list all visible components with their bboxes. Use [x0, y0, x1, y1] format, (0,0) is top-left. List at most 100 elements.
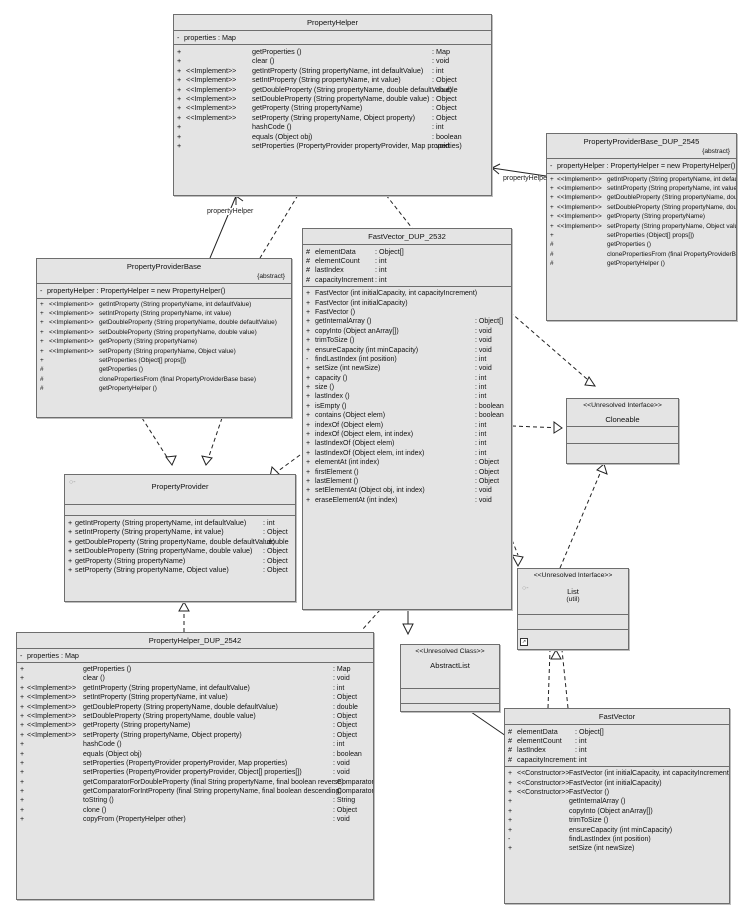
- operation-signature: indexOf (Object elem, int index): [315, 431, 414, 439]
- operation-signature: setDoubleProperty (String propertyName, …: [252, 93, 430, 103]
- return-type: : int: [475, 393, 487, 401]
- operations-compartment: + <<Constructor>>FastVector (int initialC…: [505, 767, 729, 856]
- class-name: Cloneable: [605, 414, 640, 424]
- attribute-text: properties : Map: [27, 650, 79, 660]
- return-type: : Map: [333, 665, 351, 673]
- class-header: PropertyHelper: [174, 15, 491, 31]
- operation-row: +<<Implement>>getIntProperty (String pro…: [37, 301, 291, 310]
- operation-row: +<<Implement>>setIntProperty (String pro…: [174, 75, 491, 84]
- operation-row: +<<Implement>>getProperty (String proper…: [174, 103, 491, 112]
- attribute-type: : int: [575, 735, 587, 745]
- operation-row: +setSize (int newSize): [505, 844, 729, 853]
- class-property-provider[interactable]: ○- PropertyProvider +getIntProperty (Str…: [64, 474, 296, 602]
- visibility-marker: +: [508, 779, 513, 787]
- visibility-marker: +: [177, 56, 182, 66]
- visibility-marker: #: [40, 385, 44, 393]
- operation-row: +<<Implement>>getProperty (String proper…: [37, 338, 291, 347]
- operation-signature: setProperties (Object[] props[]): [99, 356, 187, 364]
- operation-row: +<<Implement>>getIntProperty (String pro…: [174, 66, 491, 75]
- visibility-marker: +: [20, 712, 25, 720]
- operation-row: +<<Implement>>setProperty (String proper…: [17, 731, 373, 740]
- operation-row: +<<Implement>>getIntProperty (String pro…: [17, 684, 373, 693]
- operation-signature: getDoubleProperty (String propertyName, …: [99, 319, 277, 327]
- visibility-marker: +: [177, 46, 182, 56]
- operations-compartment: [401, 704, 499, 711]
- operation-row: +ensureCapacity (int minCapacity): [505, 826, 729, 835]
- visibility-marker: +: [306, 421, 311, 429]
- class-abstract-list[interactable]: <<Unresolved Class>> AbstractList: [400, 644, 500, 712]
- class-property-helper-dup[interactable]: PropertyHelper_DUP_2542 -properties : Ma…: [16, 632, 374, 900]
- arrowhead-open-ph: [491, 163, 501, 175]
- operation-row: +getProperty (String propertyName): Obje…: [65, 556, 295, 565]
- return-type: : int: [475, 431, 487, 439]
- attribute-row: -propertyHelper : PropertyHelper = new P…: [37, 286, 291, 295]
- operation-signature: lastElement (): [315, 477, 359, 485]
- attribute-type: : Object[]: [575, 726, 604, 736]
- operation-signature: FastVector (int initialCapacity, int cap…: [569, 770, 730, 778]
- operation-row: +clone (): Object: [17, 806, 373, 815]
- visibility-marker: +: [306, 308, 311, 316]
- class-header: FastVector_DUP_2532: [303, 229, 511, 245]
- operation-signature: setElementAt (Object obj, int index): [315, 487, 425, 495]
- return-type: : String: [333, 797, 356, 805]
- class-list[interactable]: <<Unresolved Interface>> ○- List (util) …: [517, 568, 629, 650]
- attribute-type: : Object[]: [375, 246, 404, 256]
- class-name: List: [567, 586, 579, 596]
- class-fast-vector[interactable]: FastVector #elementData: Object[]#elemen…: [504, 708, 730, 904]
- class-property-helper[interactable]: PropertyHelper -properties : Map +getPro…: [173, 14, 492, 196]
- operation-signature: equals (Object obj): [83, 750, 142, 758]
- operation-row: +contains (Object elem): boolean: [303, 411, 511, 420]
- operation-signature: ensureCapacity (int minCapacity): [315, 346, 419, 354]
- visibility-marker: +: [20, 694, 25, 702]
- visibility-marker: +: [177, 65, 182, 75]
- visibility-marker: +: [306, 327, 311, 335]
- arrowhead-list: [511, 554, 524, 568]
- operation-signature: getProperty (String propertyName): [252, 103, 363, 113]
- attribute-row: #elementCount: int: [303, 256, 511, 265]
- operation-row: +getProperties (): Map: [17, 665, 373, 674]
- operation-row: +setProperties (PropertyProvider propert…: [17, 759, 373, 768]
- return-type: : void: [432, 56, 450, 66]
- arrowhead-pp-from-phd: [178, 600, 190, 612]
- stereotype-label: <<Implement>>: [49, 300, 94, 308]
- operation-row: +lastElement (): Object: [303, 477, 511, 486]
- operation-row: #clonePropertiesFrom (final PropertyProv…: [37, 376, 291, 385]
- class-property-provider-base-dup[interactable]: PropertyProviderBase_DUP_2545 {abstract}…: [546, 133, 737, 321]
- operation-row: +lastIndexOf (Object elem): int: [303, 439, 511, 448]
- operation-signature: getInternalArray (): [315, 318, 372, 326]
- operation-signature: findLastIndex (int position): [315, 355, 397, 363]
- edge-fv-to-list-2: [561, 649, 569, 709]
- stereotype-label: <<Constructor>>: [517, 770, 570, 778]
- operation-signature: setIntProperty (String propertyName, int…: [83, 694, 228, 702]
- visibility-marker: +: [20, 703, 25, 711]
- visibility-marker: -: [508, 835, 511, 843]
- visibility-marker: +: [20, 797, 25, 805]
- operation-row: -findLastIndex (int position): int: [303, 355, 511, 364]
- return-type: : Object: [333, 694, 358, 702]
- visibility-marker: +: [20, 806, 25, 814]
- return-type: : int: [432, 122, 444, 132]
- visibility-marker: #: [508, 745, 512, 755]
- operation-signature: FastVector (int initialCapacity): [569, 779, 662, 787]
- operation-row: +<<Implement>>getDoubleProperty (String …: [37, 319, 291, 328]
- class-property-provider-base[interactable]: PropertyProviderBase {abstract} -propert…: [36, 258, 292, 418]
- return-type: : void: [475, 346, 492, 354]
- visibility-marker: +: [20, 788, 25, 796]
- operation-signature: elementAt (int index): [315, 459, 380, 467]
- return-type: : boolean: [333, 750, 362, 758]
- operation-signature: capacity (): [315, 374, 348, 382]
- class-cloneable[interactable]: <<Unresolved Interface>> Cloneable: [566, 398, 679, 464]
- return-type: : int: [432, 65, 444, 75]
- class-fast-vector-dup[interactable]: FastVector_DUP_2532 #elementData: Object…: [302, 228, 512, 610]
- operation-row: +size (): int: [303, 383, 511, 392]
- visibility-marker: +: [177, 84, 182, 94]
- operation-signature: setIntProperty (String propertyName, int…: [99, 309, 232, 317]
- attributes-compartment: #elementData: Object[]#elementCount: int…: [303, 245, 511, 288]
- operation-row: +getComparatorForDoubleProperty (final S…: [17, 778, 373, 787]
- operation-row: +trimToSize (): void: [303, 336, 511, 345]
- operation-row: +copyInto (Object anArray[]): void: [303, 327, 511, 336]
- operation-row: +equals (Object obj): boolean: [17, 750, 373, 759]
- operation-signature: clear (): [252, 56, 275, 66]
- visibility-marker: +: [68, 536, 73, 546]
- operation-signature: getProperty (String propertyName): [75, 555, 186, 565]
